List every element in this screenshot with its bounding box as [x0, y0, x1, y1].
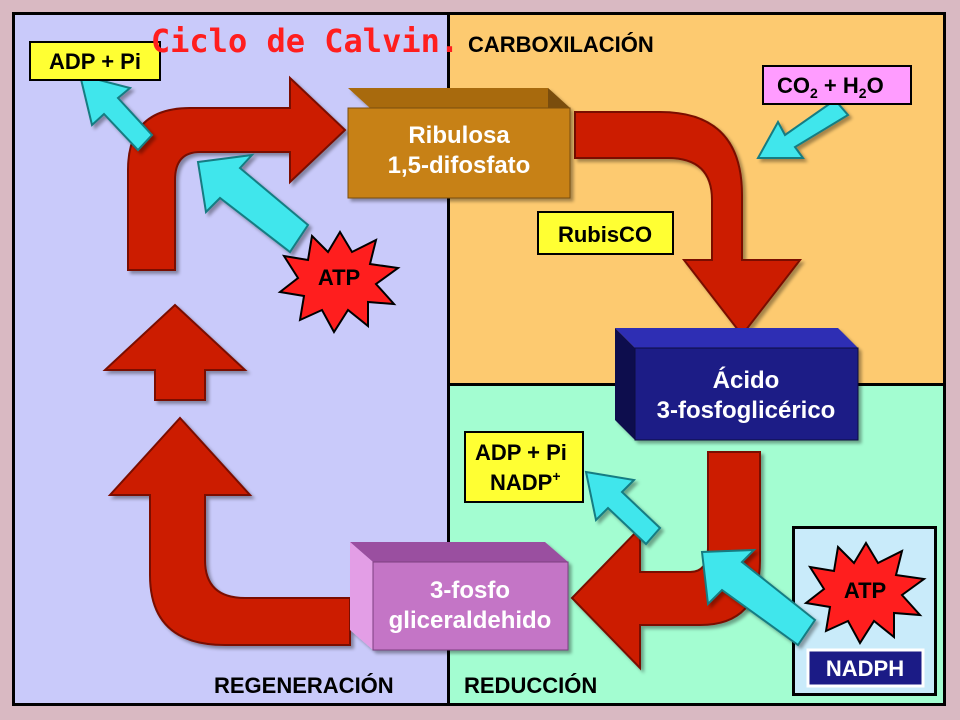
regeneration-up-arrow [102, 303, 248, 401]
co2-subscript: 2 [810, 85, 818, 101]
adp-pi-release-arrow [78, 73, 154, 152]
h2-text: + H [818, 73, 859, 98]
phase-regeneration: REGENERACIÓN [214, 673, 394, 698]
adp-pi-label-box: ADP + Pi [29, 41, 161, 81]
g3p-box [350, 542, 569, 651]
nadp-text: NADP [490, 470, 552, 495]
adp-pi-label: ADP + Pi [49, 49, 141, 74]
adp-nadp-release-arrow [584, 470, 662, 546]
ribulose-label-line1: Ribulosa [408, 122, 510, 149]
ribulose-box [347, 88, 571, 199]
nadph-label-box: NADPH [806, 648, 925, 688]
nadp-plus-label: NADP+ [490, 468, 561, 495]
atp-label: ATP [318, 265, 360, 290]
nadph-label: NADPH [826, 656, 904, 681]
atp-input-arrow [196, 153, 310, 254]
co2-input-arrow [756, 98, 850, 159]
atp-nadph-input-arrow [700, 548, 817, 647]
nadp-superscript: + [552, 468, 560, 484]
atp-starburst-reduction: ATP [803, 541, 927, 645]
co2-h2o-label: CO2 + H2O [777, 73, 884, 101]
o-text: O [867, 73, 884, 98]
diagram-title: Ciclo de Calvin. [151, 22, 459, 60]
g3p-to-regeneration-arrow [107, 416, 351, 646]
pga-label-line2: 3-fosfoglicérico [657, 397, 836, 424]
pga-box [615, 328, 859, 441]
h2o-subscript: 2 [859, 85, 867, 101]
ribulose-label-line2: 1,5-difosfato [388, 152, 531, 179]
g3p-label-line2: gliceraldehido [389, 607, 552, 634]
co2-label-box: CO2 + H2O [762, 65, 912, 105]
g3p-label-line1: 3-fosfo [430, 577, 510, 604]
rubisco-label-box: RubisCO [537, 211, 674, 255]
adp-nadp-label-box: ADP + Pi NADP+ [464, 431, 584, 503]
atp-starburst-regeneration: ATP [277, 230, 401, 334]
pga-label-line1: Ácido [713, 366, 780, 394]
phase-reduction: REDUCCIÓN [464, 673, 597, 698]
cyan-arrows [78, 73, 850, 647]
rubisco-label: RubisCO [558, 222, 652, 247]
atp-star-shape [803, 541, 927, 645]
co2-text: CO [777, 73, 810, 98]
atp-label: ATP [844, 578, 886, 603]
atp-star-shape [277, 230, 401, 334]
adp-pi-nadp-line1: ADP + Pi [475, 440, 567, 465]
phase-carboxylation: CARBOXILACIÓN [468, 32, 654, 57]
ribulose-to-pga-arrow [574, 111, 803, 337]
